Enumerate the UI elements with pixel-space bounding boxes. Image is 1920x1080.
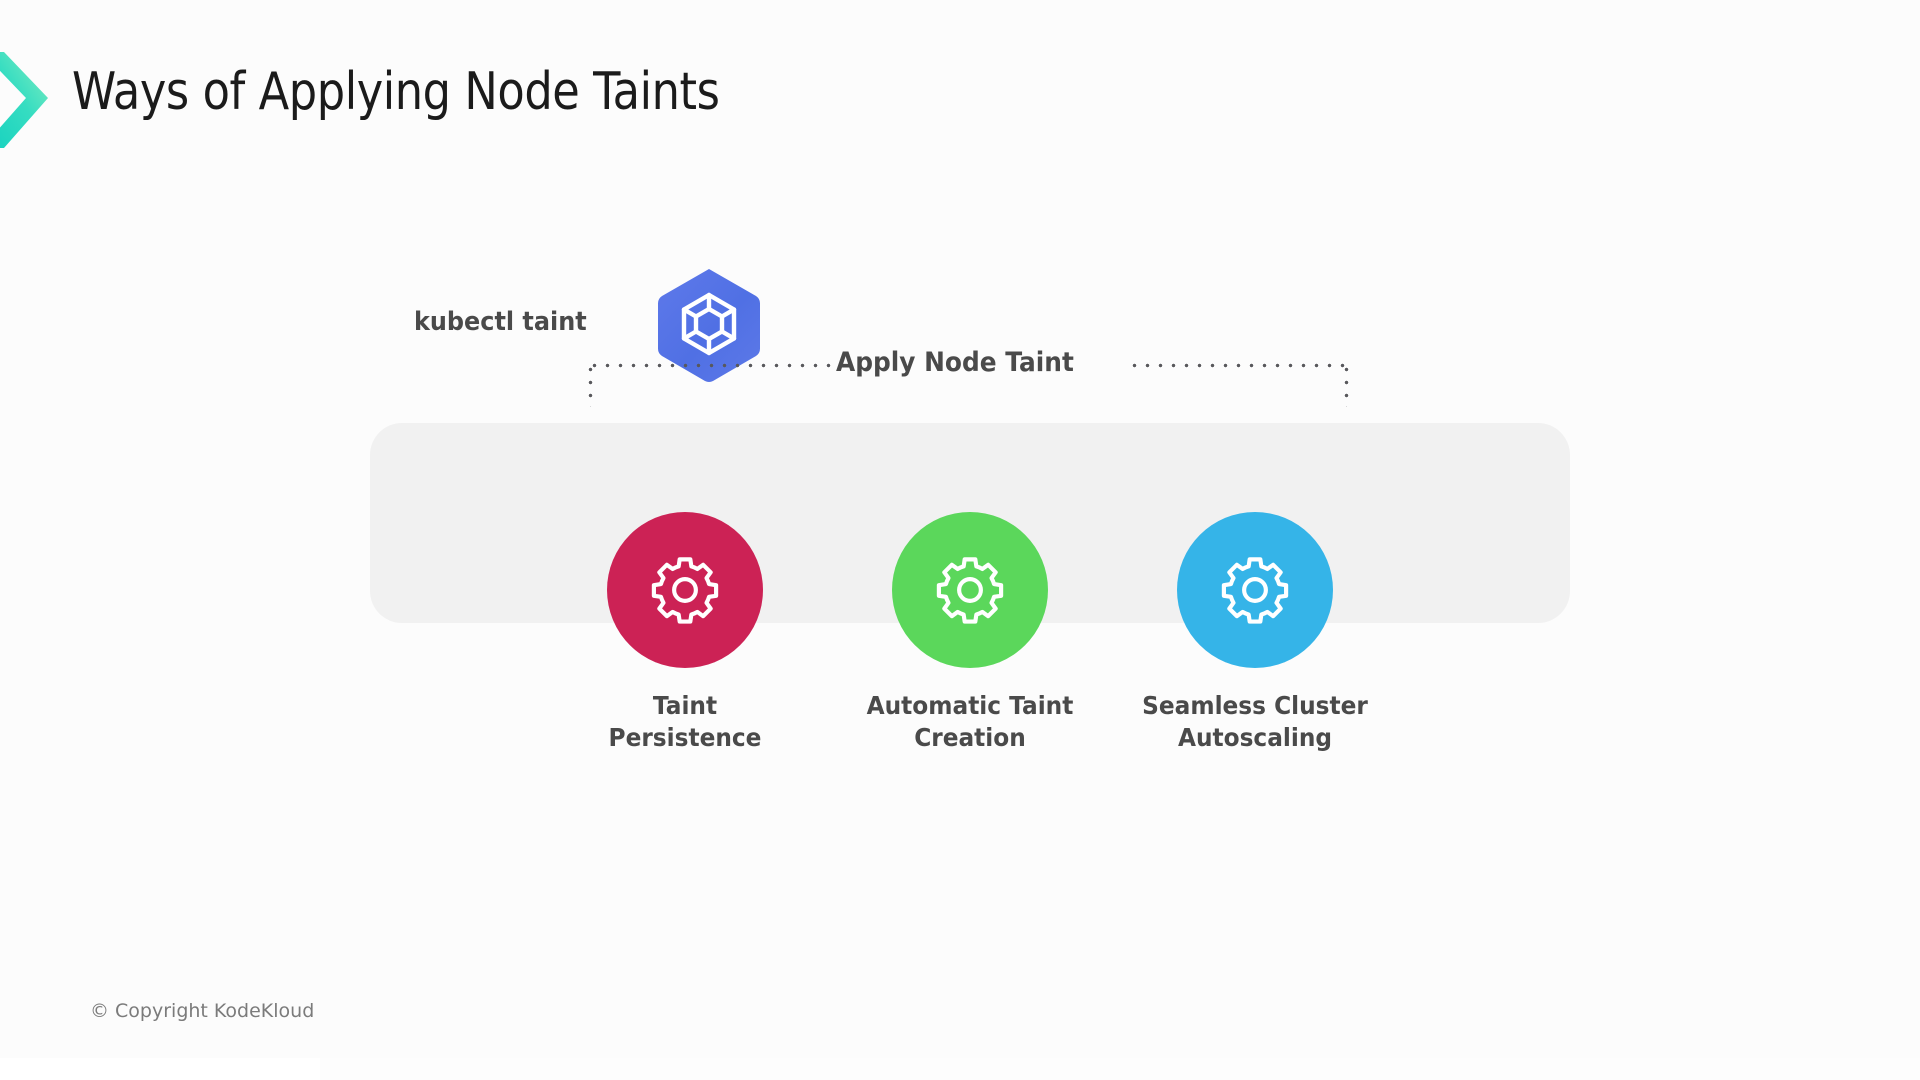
connector-dots-right: [1128, 363, 1350, 368]
kubectl-taint-label: kubectl taint: [414, 307, 587, 337]
connector-drop-right: [1344, 363, 1349, 407]
gear-icon: [651, 557, 719, 624]
kubernetes-hexagon-icon: [657, 269, 761, 382]
item-label: Automatic Taint Creation: [866, 691, 1074, 752]
item-circle: [607, 512, 763, 668]
connector-dots-left: [588, 363, 832, 368]
item-circle: [892, 512, 1048, 668]
gear-icon: [936, 557, 1004, 624]
connector-drop-left: [588, 363, 593, 407]
apply-node-taint-label: Apply Node Taint: [836, 347, 1074, 378]
item-taint-persistence[interactable]: Taint Persistence: [535, 512, 835, 754]
bottom-band-left: [0, 1058, 320, 1080]
chevron-accent-icon: [0, 52, 48, 148]
item-circle: [1177, 512, 1333, 668]
copyright-text: © Copyright KodeKloud: [90, 1000, 315, 1022]
item-label: Seamless Cluster Autoscaling: [1142, 691, 1368, 752]
gear-icon: [1221, 557, 1289, 624]
bottom-band: [0, 1058, 1920, 1080]
item-label: Taint Persistence: [608, 691, 762, 752]
page-title: Ways of Applying Node Taints: [72, 62, 720, 122]
item-seamless-cluster-autoscaling[interactable]: Seamless Cluster Autoscaling: [1105, 512, 1405, 754]
item-automatic-taint-creation[interactable]: Automatic Taint Creation: [820, 512, 1120, 754]
